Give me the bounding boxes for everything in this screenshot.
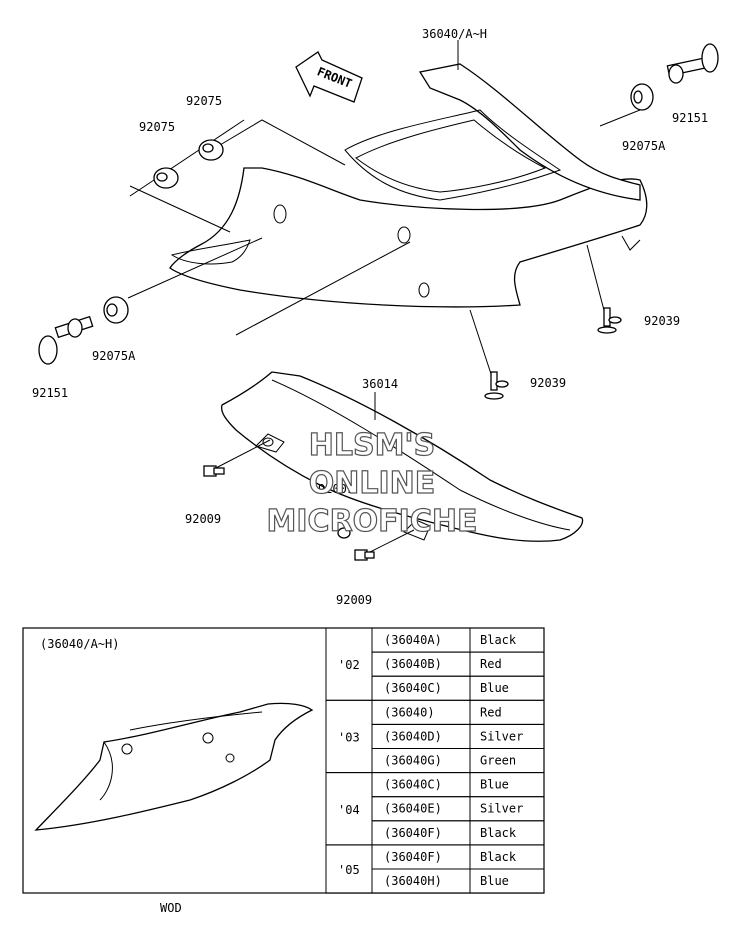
year-cell: '05: [338, 863, 360, 877]
callout-92151-left: 92151: [32, 386, 68, 400]
grommet-92075-upper: [198, 139, 224, 161]
color-cell: Silver: [480, 729, 523, 743]
seat-cover-part: [169, 63, 648, 308]
color-cell: Black: [480, 826, 517, 840]
callout-36040: 36040/A~H: [422, 27, 487, 41]
part-number-cell: (36040F): [384, 850, 442, 864]
bolt-92151-right: [666, 43, 719, 84]
year-cell: '03: [338, 730, 360, 744]
color-cell: Blue: [480, 778, 509, 792]
callout-92075A-right: 92075A: [622, 139, 666, 153]
inset-seat-cover-drawing: [34, 702, 314, 831]
color-cell: Silver: [480, 802, 523, 816]
inset-title: (36040/A~H): [40, 637, 119, 651]
grommet-92075-left: [153, 167, 179, 189]
color-cell: Red: [480, 657, 502, 671]
callout-92039-right: 92039: [644, 314, 680, 328]
tail-cover-part: [220, 371, 584, 542]
callout-92009-bottom: 92009: [336, 593, 372, 607]
part-number-cell: (36040H): [384, 874, 442, 888]
callout-92009-mid: 92009: [318, 482, 354, 496]
color-cell: Blue: [480, 681, 509, 695]
callout-92151-right: 92151: [672, 111, 708, 125]
callout-92009-left: 92009: [185, 512, 221, 526]
grommet-92075A-right: [630, 83, 654, 111]
part-number-cell: (36040C): [384, 778, 442, 792]
watermark: HLSM'S ONLINE MICROFICHE: [266, 427, 478, 539]
part-number-cell: (36040): [384, 705, 435, 719]
year-cell: '02: [338, 658, 360, 672]
callout-92075-left: 92075: [139, 120, 175, 134]
grommet-92075A-left: [103, 296, 129, 324]
watermark-line-1: HLSM'S: [309, 428, 435, 463]
color-cell: Green: [480, 754, 516, 768]
callout-92039-center: 92039: [530, 376, 566, 390]
part-number-cell: (36040E): [384, 802, 442, 816]
clip-92039-center: [484, 371, 509, 400]
year-group: [325, 844, 373, 894]
color-cell: Black: [480, 850, 517, 864]
inset-footer: WOD: [160, 901, 182, 915]
screw-92009-left: [203, 465, 225, 477]
inset-panel: (36040/A~H) (36040A)Black(36040B)Red(360…: [22, 627, 545, 915]
part-number-cell: (36040F): [384, 826, 442, 840]
part-number-cell: (36040B): [384, 657, 442, 671]
callout-36014: 36014: [362, 377, 398, 391]
leader-lines: [127, 40, 641, 557]
screw-92009-mid: [337, 527, 351, 539]
front-arrow-icon: FRONT: [295, 51, 363, 103]
watermark-line-2: ONLINE: [309, 466, 436, 501]
part-number-cell: (36040D): [384, 729, 442, 743]
watermark-line-3: MICROFICHE: [267, 504, 478, 539]
callout-92075-upper: 92075: [186, 94, 222, 108]
color-cell: Black: [480, 633, 517, 647]
color-cell: Blue: [480, 874, 509, 888]
part-number-cell: (36040C): [384, 681, 442, 695]
bolt-92151-left: [38, 315, 94, 365]
year-cell: '04: [338, 803, 360, 817]
color-cell: Red: [480, 705, 502, 719]
color-variant-table: (36040A) Black (36040B) Red (36040C) Blue '02 (…: [325, 627, 545, 894]
part-number-cell: (36040A): [384, 633, 442, 647]
clip-92039-right: [597, 307, 622, 334]
screw-92009-bottom: [354, 549, 375, 561]
callout-92075A-left: 92075A: [92, 349, 136, 363]
part-number-cell: (36040G): [384, 754, 442, 768]
